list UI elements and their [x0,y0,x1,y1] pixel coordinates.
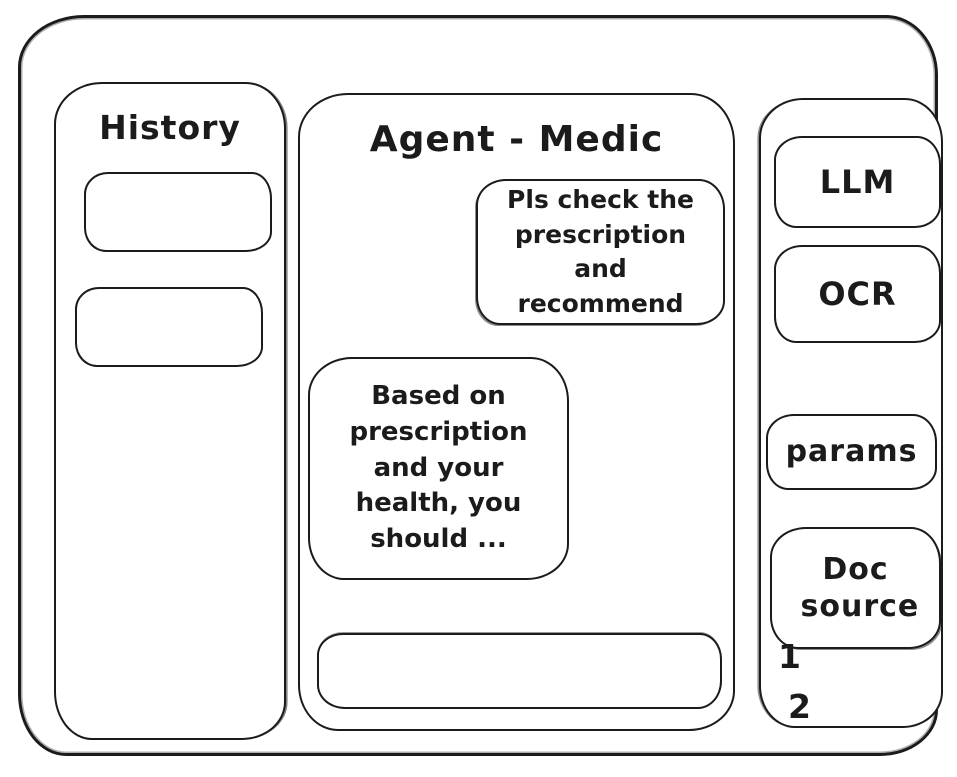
doc-source-item-1[interactable]: 1 [778,637,801,676]
doc-source-button-label: Doc source [800,551,920,625]
assistant-message-bubble: Based on prescription and your health, y… [308,357,569,580]
chat-panel: Agent - Medic Pls check the prescription… [298,93,735,731]
message-input[interactable] [317,633,722,709]
ocr-button[interactable]: OCR [774,245,941,343]
user-message-bubble: Pls check the prescription and recommend [476,179,725,325]
doc-source-item-2[interactable]: 2 [788,687,811,726]
llm-button[interactable]: LLM [774,136,941,228]
chat-title: Agent - Medic [369,119,664,160]
params-button[interactable]: params [766,414,937,490]
doc-source-button[interactable]: Doc source [770,527,941,649]
app-window-frame: History Agent - Medic Pls check the pres… [18,15,943,756]
history-sidebar: History [54,82,286,740]
tools-sidebar: LLM OCR params Doc source 1 2 [759,98,943,728]
history-title: History [99,108,241,147]
history-item[interactable] [75,287,263,367]
history-item[interactable] [84,172,272,252]
